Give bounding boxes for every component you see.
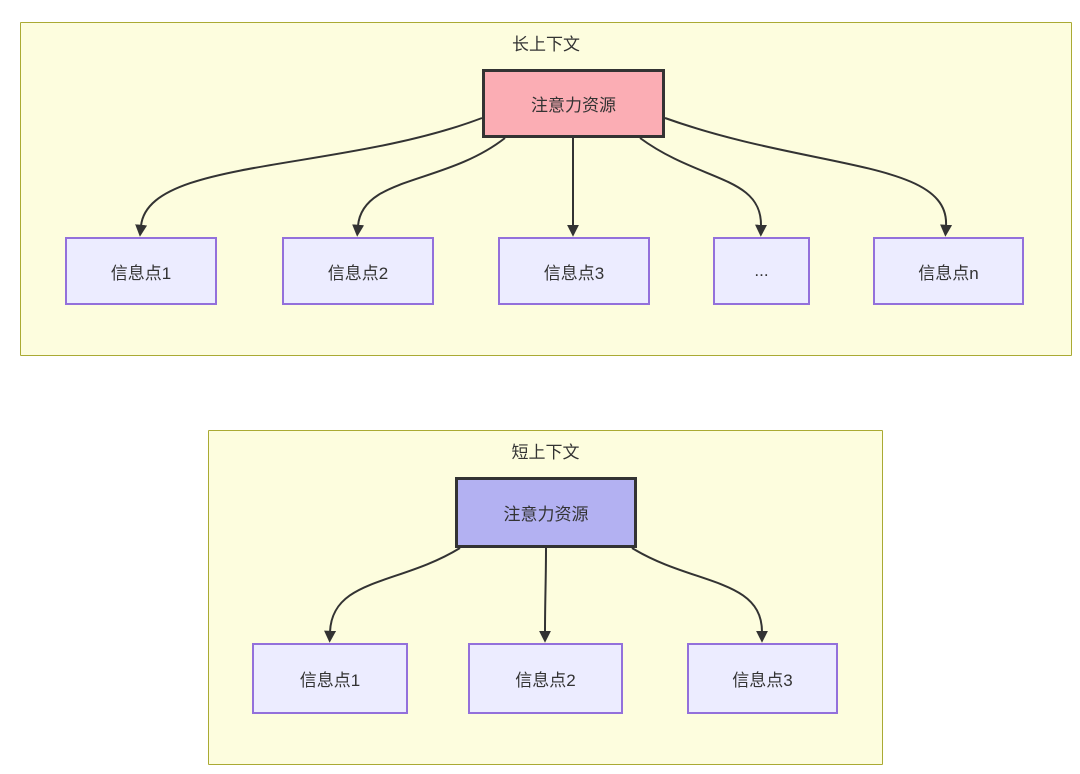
- info-node-short-2: 信息点2: [468, 643, 623, 714]
- info-node-short-1: 信息点1: [252, 643, 408, 714]
- info-node-long-3: 信息点3: [498, 237, 650, 305]
- attention-node-short: 注意力资源: [455, 477, 637, 548]
- info-node-long-1: 信息点1: [65, 237, 217, 305]
- info-node-short-3: 信息点3: [687, 643, 838, 714]
- info-node-long-2: 信息点2: [282, 237, 434, 305]
- info-node-long-ellipsis: ...: [713, 237, 810, 305]
- attention-node-long: 注意力资源: [482, 69, 665, 138]
- cluster-long-context-title: 长上下文: [512, 35, 580, 54]
- info-node-long-n: 信息点n: [873, 237, 1024, 305]
- cluster-short-context-title: 短上下文: [511, 443, 580, 462]
